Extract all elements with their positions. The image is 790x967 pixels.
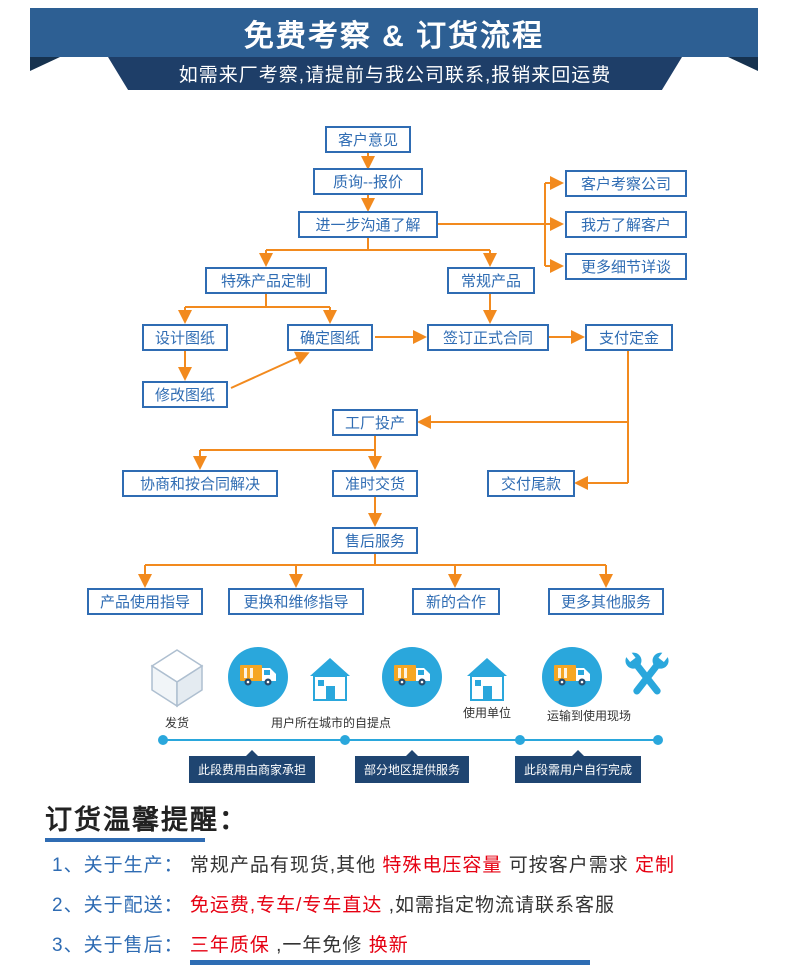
reminder-item-3-text-1: ,一年免修 [276,935,363,956]
flow-node-confirm-drawing: 确定图纸 [287,324,373,351]
header-subtitle: 如需来厂考察,请提前与我公司联系,报销来回运费 [178,65,612,86]
logistics-label-transport: 运输到使用现场 [546,709,632,723]
flow-node-on-time-delivery: 准时交货 [332,470,418,497]
logistics-label-ship: 发货 [164,716,190,730]
reminder-item-1-highlight-2: 定制 [635,855,676,876]
reminder-item-2-label: 2、关于配送： [52,895,184,916]
page-title: 免费考察 & 订货流程 [243,19,545,53]
flow-node-pay-deposit: 支付定金 [585,324,673,351]
reminder-item-production: 1、关于生产： 常规产品有现货,其他 特殊电压容量 可按客户需求 定制 [52,850,675,877]
reminder-item-after-sales: 3、关于售后： 三年质保 ,一年免修 换新 [52,930,409,957]
reminder-title-underline [45,838,205,842]
building-icon-user-unit [467,658,507,701]
flow-node-more-services: 更多其他服务 [548,588,664,615]
flow-node-more-details: 更多细节详谈 [565,253,687,280]
flow-node-customer-feedback: 客户意见 [325,126,411,153]
service-tools-icon [623,649,671,695]
flow-node-repair-guidance: 更换和维修指导 [228,588,364,615]
flow-node-sign-contract: 签订正式合同 [427,324,549,351]
building-icon-pickup [310,658,350,701]
flow-node-regular-product: 常规产品 [447,267,535,294]
timeline-tag-partial: 部分地区提供服务 [354,750,470,783]
reminder-item-3-label: 3、关于售后： [52,935,184,956]
flow-node-after-sales: 售后服务 [332,527,418,554]
flow-node-usage-guidance: 产品使用指导 [87,588,203,615]
logistics-timeline [158,735,663,745]
reminder-item-1-text-2: 可按客户需求 [508,855,629,876]
flow-node-modify-drawing: 修改图纸 [142,381,228,408]
reminder-item-3-highlight-1: 三年质保 [189,935,270,956]
delivery-truck-icon-3 [542,647,602,707]
header-subbanner: 如需来厂考察,请提前与我公司联系,报销来回运费 [108,57,682,90]
flow-node-factory-production: 工厂投产 [332,409,418,436]
shipping-box-icon [150,649,204,708]
flow-node-customer-visit: 客户考察公司 [565,170,687,197]
delivery-truck-icon-2 [382,647,442,707]
reminder-item-1-text-1: 常规产品有现货,其他 [189,855,377,876]
flow-node-inquiry-quote: 质询--报价 [313,168,423,195]
flow-node-further-communication: 进一步沟通了解 [298,211,438,238]
reminder-item-delivery: 2、关于配送： 免运费,专车/专车直达 ,如需指定物流请联系客服 [52,890,615,917]
ribbon-fold-right [728,57,758,71]
timeline-tag-user: 此段需用户自行完成 [514,750,642,783]
reminder-item-1-label: 1、关于生产： [52,855,184,876]
reminder-item-2-highlight-1: 免运费,专车/专车直达 [189,895,383,916]
reminder-item-2-text-1: ,如需指定物流请联系客服 [388,895,615,916]
logistics-label-user-unit: 使用单位 [462,706,512,720]
flow-node-custom-product: 特殊产品定制 [205,267,327,294]
timeline-tag-merchant: 此段费用由商家承担 [188,750,316,783]
reminder-title: 订货温馨提醒： [45,805,248,835]
ribbon-fold-left [30,57,60,71]
logistics-label-pickup: 用户所在城市的自提点 [270,716,392,730]
reminder-item-1-highlight-1: 特殊电压容量 [382,855,503,876]
flow-node-new-cooperation: 新的合作 [412,588,500,615]
delivery-truck-icon-1 [228,647,288,707]
flow-node-know-customer: 我方了解客户 [565,211,687,238]
next-section-divider [190,960,590,965]
header-banner: 免费考察 & 订货流程 [30,8,758,57]
flow-node-pay-balance: 交付尾款 [487,470,575,497]
flow-node-design-drawing: 设计图纸 [142,324,228,351]
reminder-item-3-highlight-2: 换新 [368,935,409,956]
flow-node-negotiate-solution: 协商和按合同解决 [122,470,278,497]
